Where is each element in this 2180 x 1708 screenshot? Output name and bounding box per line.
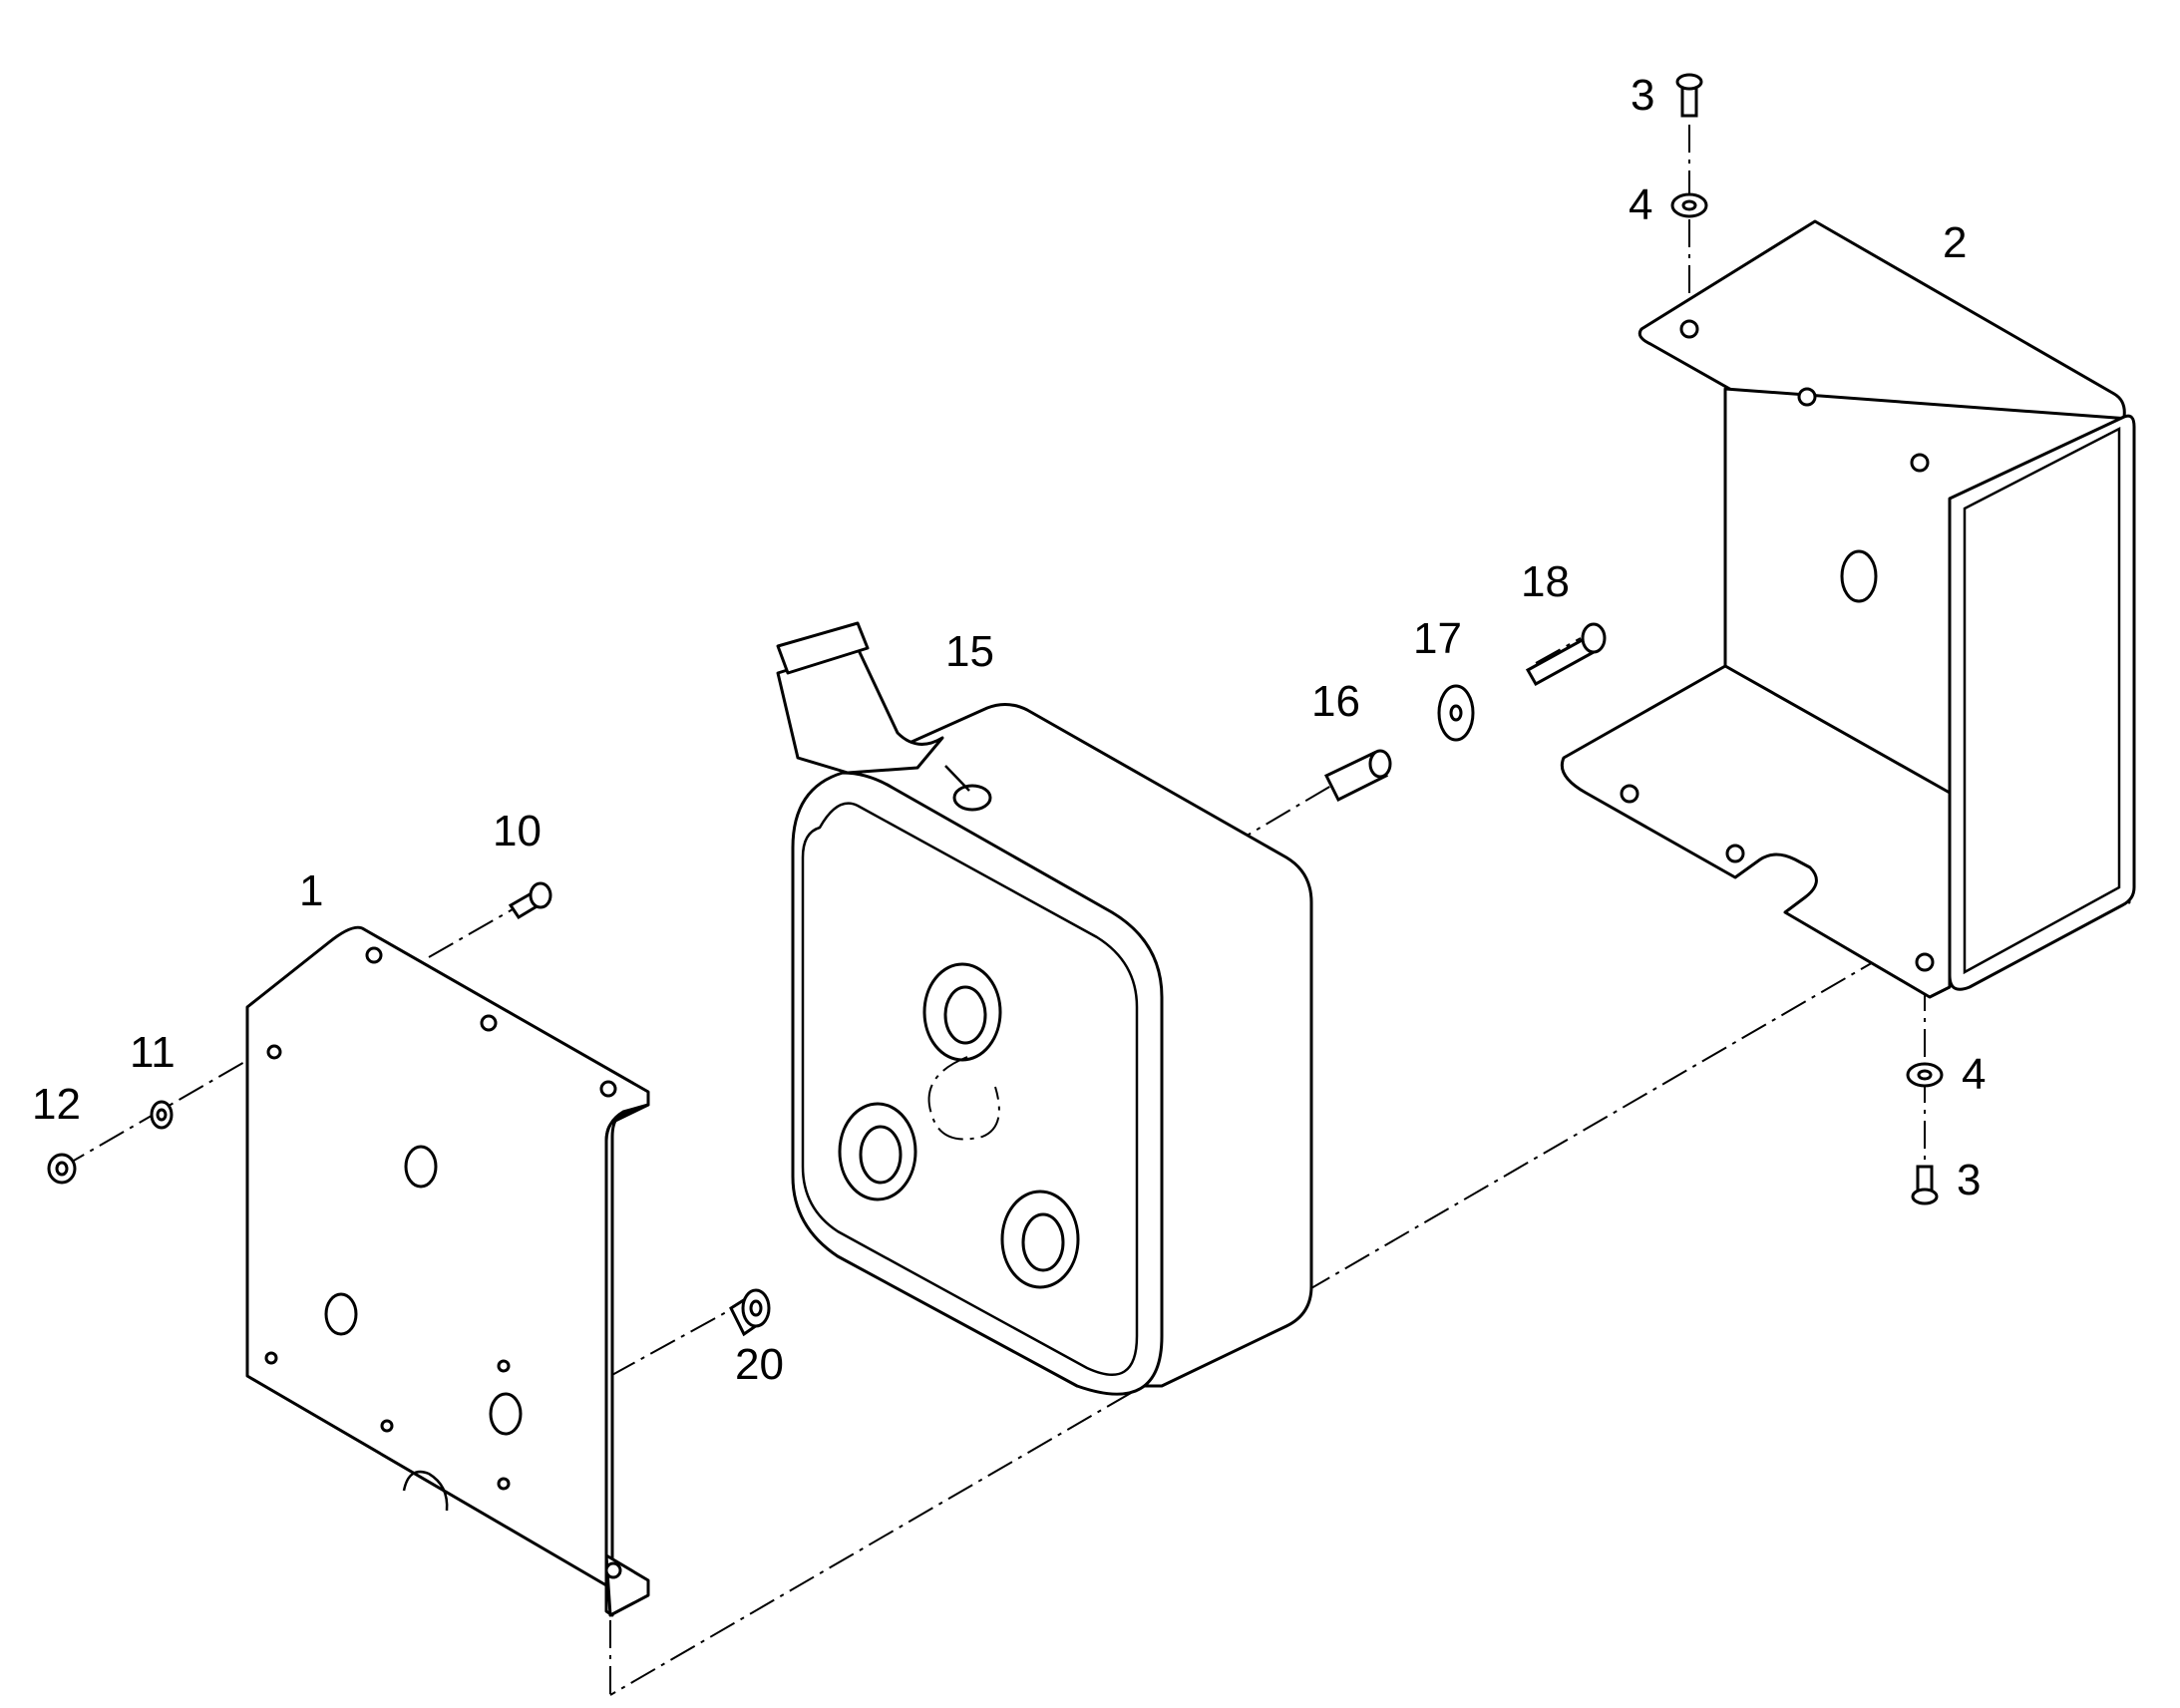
spacer-16 xyxy=(1323,749,1392,803)
callout-17: 17 xyxy=(1413,614,1462,663)
callout-10: 10 xyxy=(493,807,542,855)
washer-4-bottom xyxy=(1906,1062,1944,1088)
screw-3-top xyxy=(1675,73,1703,118)
screw-3-bottom xyxy=(1911,1165,1939,1205)
hardware xyxy=(47,73,1944,1337)
callout-4-top: 4 xyxy=(1629,180,1652,229)
washer-11 xyxy=(150,1100,174,1130)
bracket-part-1 xyxy=(245,925,650,1617)
callout-labels: 1 2 3 4 4 3 10 11 12 15 16 17 18 20 xyxy=(32,71,1986,1389)
nut-12 xyxy=(47,1153,77,1185)
bushing-20 xyxy=(729,1288,771,1337)
callout-1: 1 xyxy=(299,866,323,915)
callout-2: 2 xyxy=(1943,218,1967,267)
cooler-part-15 xyxy=(776,621,1313,1396)
callout-11: 11 xyxy=(130,1028,176,1077)
washer-4-top xyxy=(1670,192,1708,218)
callout-15: 15 xyxy=(945,627,994,676)
callout-20: 20 xyxy=(735,1340,784,1389)
callout-16: 16 xyxy=(1311,677,1360,726)
washer-17 xyxy=(1437,684,1475,742)
callout-3-bottom: 3 xyxy=(1957,1156,1981,1204)
bolt-18 xyxy=(1525,622,1607,687)
callout-3-top: 3 xyxy=(1631,71,1654,120)
callout-18: 18 xyxy=(1521,557,1570,606)
screw-10 xyxy=(508,881,552,920)
bracket-part-2 xyxy=(1560,219,2136,999)
callout-12: 12 xyxy=(32,1080,81,1129)
callout-4-bottom: 4 xyxy=(1962,1050,1986,1099)
